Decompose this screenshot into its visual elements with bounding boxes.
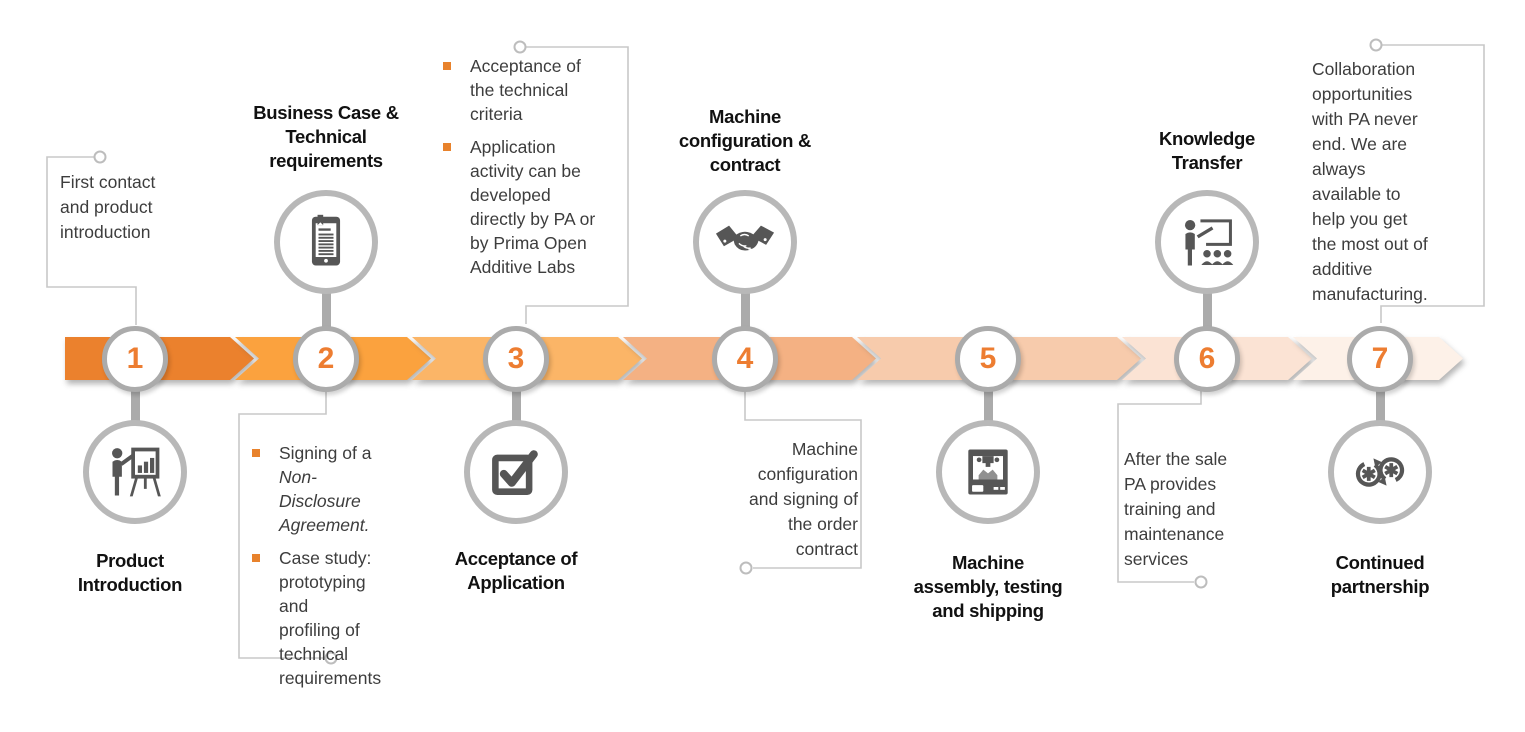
connector-endpoint-step2	[324, 651, 338, 665]
step2-bullet-list: Signing of a Non- Disclosure Agreement. …	[250, 441, 395, 699]
step-number-circle-2: 2	[293, 326, 359, 392]
connector-endpoint-step7	[1369, 38, 1383, 52]
connector-step2	[238, 390, 327, 659]
step-number: 5	[979, 342, 997, 375]
bullet-text: Application activity can be developed di…	[470, 137, 596, 277]
step-number: 2	[317, 342, 335, 375]
connector-step3	[525, 46, 629, 324]
step3-icon-circle	[464, 420, 568, 524]
step-number-circle-5: 5	[955, 326, 1021, 392]
step4-icon-circle	[693, 190, 797, 294]
printer-3d-icon	[968, 449, 1008, 495]
step-number: 3	[507, 342, 525, 375]
connector-step6	[1117, 390, 1202, 583]
step-number-circle-1: 1	[102, 326, 168, 392]
step7-label: Continued partnership	[1330, 552, 1430, 597]
step2-icon-circle	[274, 190, 378, 294]
step7-icon-circle	[1328, 420, 1432, 524]
step4-title: Machine configuration & contract	[678, 106, 812, 175]
bullet-item: Case study: prototyping and profiling of…	[250, 546, 395, 690]
connector-step7	[1380, 44, 1485, 323]
step5-icon-circle	[936, 420, 1040, 524]
step-number: 6	[1198, 342, 1216, 375]
step6-title: Knowledge Transfer	[1159, 128, 1255, 173]
bullet-text-italic: Non- Disclosure Agreement.	[279, 467, 370, 535]
classroom-training-icon	[1184, 219, 1234, 266]
bullet-text: Acceptance of the technical criteria	[470, 56, 581, 124]
step1-icon-circle	[83, 420, 187, 524]
connector-step1	[46, 156, 137, 325]
connector-endpoint-step3	[513, 40, 527, 54]
bullet-item: Signing of a Non- Disclosure Agreement.	[250, 441, 395, 537]
step1-label: Product Introduction	[77, 550, 183, 595]
stub-step2	[322, 290, 331, 332]
connector-endpoint-step1	[93, 150, 107, 164]
checkbox-check-icon	[492, 450, 538, 495]
tablet-document-icon	[311, 214, 341, 266]
step-number: 4	[736, 342, 754, 375]
step3-bullet-list: Acceptance of the technical criteria App…	[441, 54, 626, 288]
stub-step6	[1203, 290, 1212, 332]
stub-step1	[131, 386, 140, 428]
connector-endpoint-step6	[1194, 575, 1208, 589]
step4-note: Machine configuration and signing of the…	[749, 439, 858, 559]
step6-note: After the sale PA provides training and …	[1124, 449, 1228, 569]
stub-step5	[984, 386, 993, 428]
connector-step4	[744, 390, 862, 569]
handshake-icon	[715, 225, 775, 251]
bullet-text: Case study: prototyping and profiling of…	[279, 548, 382, 688]
bullet-item: Acceptance of the technical criteria	[441, 54, 626, 126]
step-number-circle-3: 3	[483, 326, 549, 392]
step-number: 7	[1371, 342, 1389, 375]
sync-gears-icon	[1355, 457, 1405, 487]
stub-step7	[1376, 386, 1385, 428]
bullet-text: Signing of a	[279, 443, 372, 463]
step3-label: Acceptance of Application	[454, 548, 578, 593]
stub-step3	[512, 386, 521, 428]
step-number-circle-7: 7	[1347, 326, 1413, 392]
step-number: 1	[126, 342, 144, 375]
step5-label: Machine assembly, testing and shipping	[913, 552, 1063, 621]
step2-title: Business Case & Technical requirements	[253, 102, 399, 171]
step6-icon-circle	[1155, 190, 1259, 294]
step7-note: Collaboration opportunities with PA neve…	[1312, 59, 1428, 304]
bullet-item: Application activity can be developed di…	[441, 135, 626, 279]
stub-step4	[741, 290, 750, 332]
connector-endpoint-step4	[739, 561, 753, 575]
presenter-flipchart-icon	[112, 447, 161, 497]
step-number-circle-4: 4	[712, 326, 778, 392]
step-number-circle-6: 6	[1174, 326, 1240, 392]
step1-note: First contact and product introduction	[60, 172, 156, 242]
